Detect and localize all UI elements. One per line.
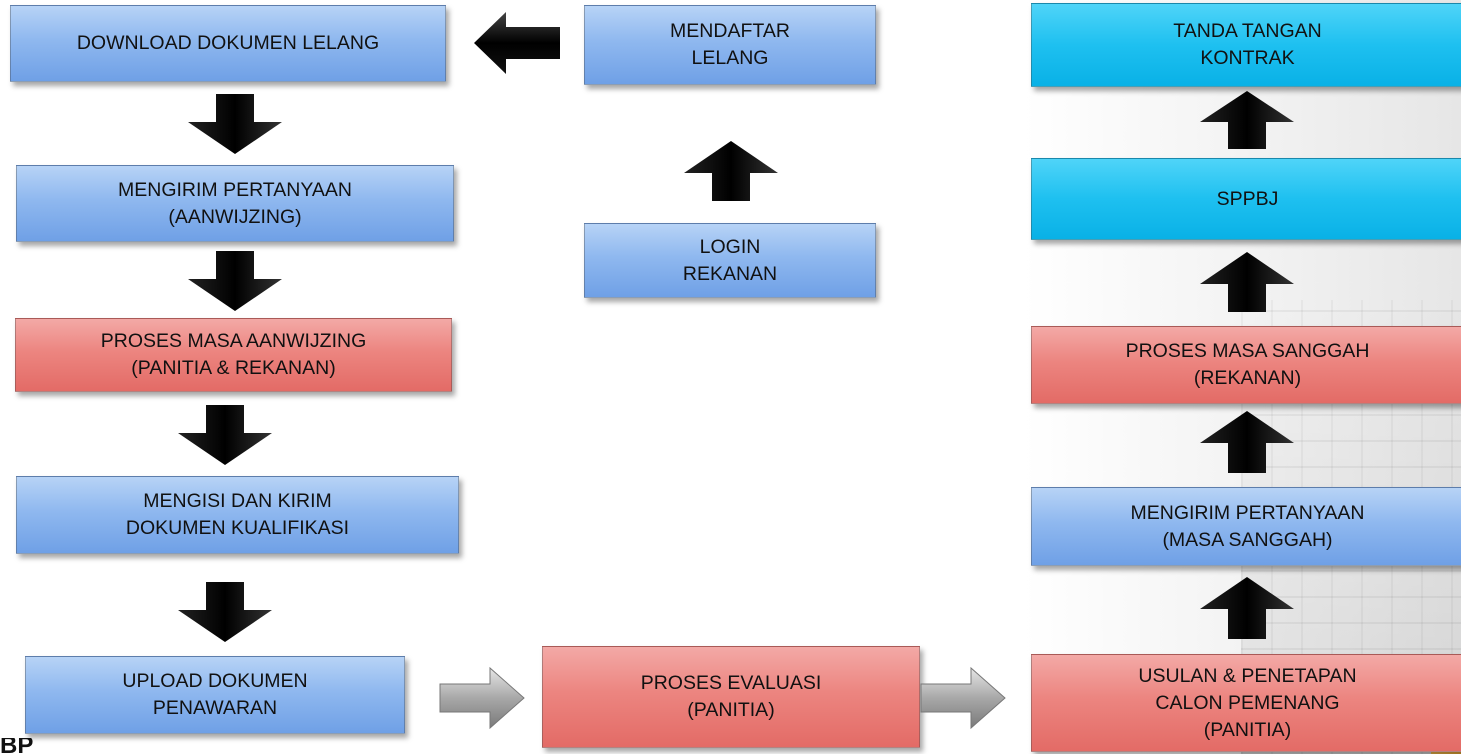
step-mengirim-pertanyaan-aanwijzing: MENGIRIM PERTANYAAN (AANWIJZING) [16,165,454,242]
step-label: MENDAFTAR LELANG [670,20,790,69]
arrow-up-icon [1200,411,1294,473]
step-mendaftar-lelang: MENDAFTAR LELANG [584,5,876,85]
step-proses-evaluasi: PROSES EVALUASI (PANITIA) [542,646,920,748]
step-label: PROSES MASA SANGGAH (REKANAN) [1125,340,1370,389]
step-label: TANDA TANGAN KONTRAK [1173,20,1322,69]
step-mengirim-pertanyaan-sanggah: MENGIRIM PERTANYAAN (MASA SANGGAH) [1031,487,1461,566]
arrow-left-icon [474,12,560,74]
step-label: MENGIRIM PERTANYAAN (MASA SANGGAH) [1130,501,1365,551]
step-proses-masa-sanggah: PROSES MASA SANGGAH (REKANAN) [1031,326,1461,404]
step-label: PROSES EVALUASI (PANITIA) [640,672,822,721]
arrow-up-icon [1200,252,1294,312]
step-sppbj: SPPBJ [1031,158,1461,240]
step-label: PROSES MASA AANWIJZING (PANITIA & REKANA… [100,330,367,379]
step-download-dokumen-lelang: DOWNLOAD DOKUMEN LELANG [10,5,446,82]
step-label: MENGIRIM PERTANYAAN (AANWIJZING) [117,178,353,228]
step-label: MENGISI DAN KIRIM DOKUMEN KUALIFIKASI [125,490,350,539]
step-label: SPPBJ [1216,187,1279,210]
step-label: DOWNLOAD DOKUMEN LELANG [76,32,380,54]
step-label: USULAN & PENETAPAN CALON PEMENANG (PANIT… [1138,664,1357,741]
step-label: UPLOAD DOKUMEN PENAWARAN [122,670,308,719]
step-proses-masa-aanwijzing: PROSES MASA AANWIJZING (PANITIA & REKANA… [15,318,452,392]
arrow-down-icon [188,94,282,154]
step-tanda-tangan-kontrak: TANDA TANGAN KONTRAK [1031,3,1461,87]
arrow-up-icon [1200,577,1294,639]
arrow-right-icon [439,666,525,730]
arrow-down-icon [178,405,272,465]
step-usulan-penetapan: USULAN & PENETAPAN CALON PEMENANG (PANIT… [1031,654,1461,752]
arrow-down-icon [188,251,282,311]
logo: BP [0,738,34,754]
step-label: LOGIN REKANAN [682,235,778,285]
arrow-down-icon [178,582,272,642]
step-login-rekanan: LOGIN REKANAN [584,223,876,298]
arrow-up-icon [1200,91,1294,149]
step-upload-dokumen-penawaran: UPLOAD DOKUMEN PENAWARAN [25,656,405,734]
step-mengisi-dokumen-kualifikasi: MENGISI DAN KIRIM DOKUMEN KUALIFIKASI [16,476,459,554]
arrow-up-icon [684,141,778,201]
arrow-right-icon [920,666,1006,730]
